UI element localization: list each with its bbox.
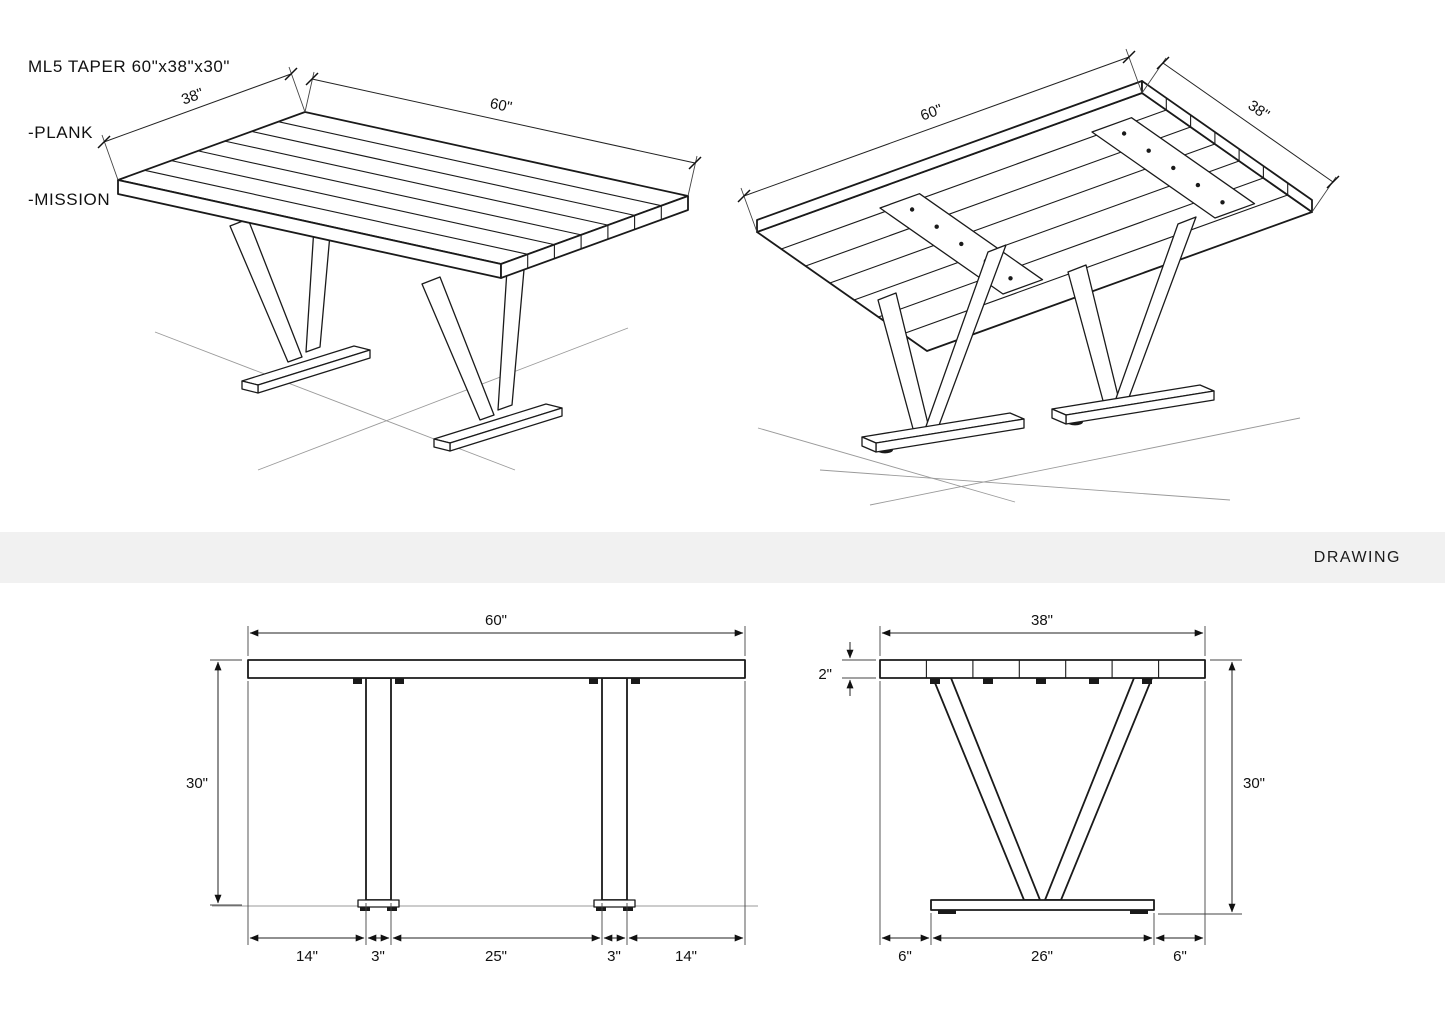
leveler-foot: [623, 907, 633, 911]
cleat-tab: [1142, 678, 1152, 684]
leveler-foot: [360, 907, 370, 911]
cleat-tab: [930, 678, 940, 684]
dim-label-depth: 38": [179, 85, 206, 109]
dimension-width: 38": [879, 612, 1206, 656]
leveler-foot: [596, 907, 606, 911]
dim-label-seg: 6": [1173, 948, 1187, 965]
section-banner: DRAWING: [0, 532, 1445, 583]
dim-label-width: 60": [485, 612, 507, 629]
dim-label-seg: 26": [1031, 948, 1053, 965]
leg: [365, 677, 392, 901]
dim-label-seg: 14": [675, 948, 697, 965]
dim-label-seg: 3": [607, 948, 621, 965]
dim-label-seg: 25": [485, 948, 507, 965]
dimension-thickness: 2": [818, 642, 876, 696]
elevation-views: 60" 30" 14": [186, 612, 1265, 965]
cleat-tab: [1089, 678, 1099, 684]
tabletop: [247, 659, 746, 679]
screw: [934, 224, 939, 229]
dim-label-depth: 38": [1245, 97, 1273, 124]
dim-label-seg: 3": [371, 948, 385, 965]
title-line-1: ML5 TAPER 60"x38"x30": [28, 57, 231, 77]
mounting-cleat: [1091, 117, 1256, 219]
ground-line: [757, 427, 1016, 503]
leveler-foot: [387, 907, 397, 911]
cleat-tab: [353, 678, 362, 684]
leveler-foot: [1130, 910, 1148, 914]
cleat-tab: [395, 678, 404, 684]
leg: [601, 677, 628, 901]
leg: [932, 677, 1041, 901]
dimension-chain: 6" 26" 6": [879, 681, 1206, 965]
screw: [1220, 200, 1225, 205]
trestle-leg: [1051, 216, 1215, 426]
cleat-tab: [589, 678, 598, 684]
cleat-tab: [983, 678, 993, 684]
plank-lines: [144, 121, 662, 269]
screw: [909, 207, 915, 212]
screw: [1121, 131, 1127, 136]
dimension-height: 30": [186, 659, 242, 906]
dim-label-height: 30": [186, 775, 208, 792]
foot: [593, 899, 636, 908]
screw: [959, 241, 964, 247]
dimension-width: 60": [247, 612, 746, 656]
ground-line: [869, 417, 1301, 506]
title-line-3: -MISSION: [28, 189, 111, 209]
screw: [1146, 148, 1151, 153]
screw: [1195, 182, 1201, 188]
iso-view-underside: 60" 38": [737, 48, 1340, 506]
dim-label-width: 38": [1031, 612, 1053, 629]
leveler-foot: [938, 910, 956, 914]
title-block: ML5 TAPER 60"x38"x30" -PLANK -MISSION: [28, 12, 230, 255]
iso-view-front: 38" 60": [97, 66, 702, 471]
front-elevation: 60" 30" 14": [186, 612, 758, 965]
tabletop: [117, 111, 689, 279]
cleat-tab: [1036, 678, 1046, 684]
dim-label-length: 60": [488, 95, 513, 116]
title-line-2: -PLANK: [28, 123, 94, 143]
dim-label-height: 30": [1243, 775, 1265, 792]
banner-label: DRAWING: [1313, 548, 1401, 566]
dim-label-seg: 6": [898, 948, 912, 965]
tabletop: [879, 659, 1206, 679]
ground-line: [257, 327, 629, 471]
dimension-depth: 38": [97, 66, 306, 181]
dim-label-seg: 14": [296, 948, 318, 965]
trestle-leg: [421, 246, 563, 452]
dimension-length: 60": [304, 71, 702, 197]
screw: [1008, 276, 1013, 281]
dimension-length: 60": [737, 48, 1143, 233]
dimension-height: 30": [1158, 659, 1265, 915]
dimension-chain: 14" 3" 25" 3" 14": [247, 681, 746, 965]
dim-label-length: 60": [918, 101, 945, 125]
foot: [930, 899, 1155, 911]
screw: [1171, 165, 1176, 171]
trestle-leg: [861, 244, 1025, 454]
cleat-tab: [631, 678, 640, 684]
side-elevation: 38" 2" 30": [818, 612, 1265, 965]
foot: [357, 899, 400, 908]
leg: [1044, 677, 1153, 901]
dim-label-thickness: 2": [818, 666, 832, 683]
ground-line: [819, 469, 1231, 501]
tabletop-underside: [756, 80, 1313, 352]
isometric-views: 38" 60": [97, 48, 1340, 506]
